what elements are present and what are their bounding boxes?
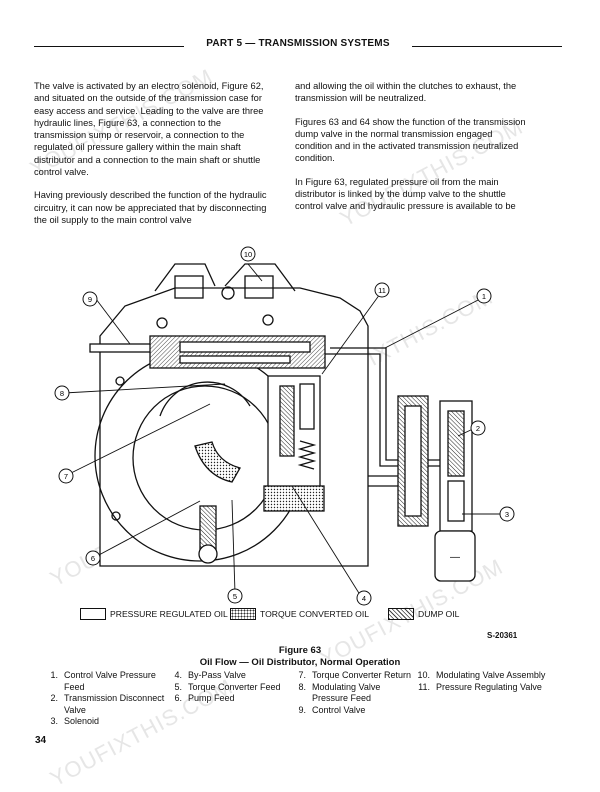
parts-column: 10.Modulating Valve Assembly 11.Pressure… bbox=[412, 670, 560, 693]
leader-line bbox=[63, 383, 226, 394]
svg-text:2: 2 bbox=[476, 424, 480, 433]
list-item: 10.Modulating Valve Assembly bbox=[417, 670, 546, 680]
svg-text:6: 6 bbox=[91, 554, 95, 563]
list-item: 1.Control Valve Pressure Feed bbox=[50, 670, 156, 692]
legend-torque: TORQUE CONVERTED OIL bbox=[230, 608, 369, 620]
leader-line bbox=[291, 485, 363, 599]
svg-text:3: 3 bbox=[505, 510, 509, 519]
swatch-torque bbox=[230, 608, 256, 620]
valve-spring bbox=[297, 440, 317, 470]
list-item: 6.Pump Feed bbox=[174, 693, 235, 703]
callout-10: 10 bbox=[240, 246, 256, 262]
list-item: 3.Solenoid bbox=[50, 716, 100, 726]
leader-line bbox=[96, 500, 201, 557]
svg-text:11: 11 bbox=[378, 286, 386, 295]
bolt bbox=[115, 376, 125, 386]
valve-spool bbox=[299, 383, 315, 430]
callout-3: 3 bbox=[499, 506, 515, 522]
legend-pressure: PRESSURE REGULATED OIL bbox=[80, 608, 228, 620]
bolt bbox=[262, 314, 274, 326]
paragraph: Having previously described the function… bbox=[34, 190, 267, 225]
figure-number: Figure 63 bbox=[278, 645, 322, 656]
paragraph: The valve is activated by an electro sol… bbox=[34, 81, 264, 178]
oil-flow-diagram: 10 9 11 1 2 3 4 5 6 7 8 — bbox=[54, 246, 515, 606]
leader-line bbox=[95, 298, 131, 345]
torque-oil-gallery bbox=[194, 441, 241, 483]
bolt bbox=[221, 286, 235, 300]
body-column-left: The valve is activated by an electro sol… bbox=[34, 80, 269, 237]
svg-text:1: 1 bbox=[482, 292, 486, 301]
paragraph: and allowing the oil within the clutches… bbox=[295, 81, 517, 104]
leader-line bbox=[321, 293, 381, 375]
leader-line bbox=[68, 403, 211, 475]
paragraph: Figures 63 and 64 show the function of t… bbox=[295, 116, 526, 164]
list-item: 11.Pressure Regulating Valve bbox=[418, 681, 542, 692]
callout-2: 2 bbox=[470, 420, 486, 436]
bolt bbox=[111, 511, 121, 521]
cap-block bbox=[174, 275, 204, 299]
disconnect-valve-spool bbox=[447, 410, 465, 477]
callout-4: 4 bbox=[356, 590, 372, 606]
parts-column: 4.By-Pass Valve 5.Torque Converter Feed … bbox=[164, 670, 289, 705]
cap-block bbox=[244, 275, 274, 299]
callout-8: 8 bbox=[54, 385, 70, 401]
svg-text:9: 9 bbox=[88, 295, 92, 304]
list-item: 7.Torque Converter Return bbox=[298, 670, 412, 680]
parts-column: 1.Control Valve Pressure Feed 2.Transmis… bbox=[40, 670, 165, 728]
leader-line bbox=[384, 297, 483, 349]
callout-7: 7 bbox=[58, 468, 74, 484]
figure-title: Oil Flow — Oil Distributor, Normal Opera… bbox=[199, 657, 401, 668]
list-item: 4.By-Pass Valve bbox=[174, 670, 246, 680]
torque-converter-feed bbox=[263, 485, 325, 512]
list-item: 2.Transmission Disconnect Valve bbox=[50, 693, 165, 715]
dump-oil-passage bbox=[279, 385, 295, 457]
leader-line bbox=[247, 263, 263, 282]
swatch-dump bbox=[388, 608, 414, 620]
svg-text:10: 10 bbox=[244, 250, 252, 259]
callout-1: 1 bbox=[476, 288, 492, 304]
section-title: PART 5 — TRANSMISSION SYSTEMS bbox=[206, 38, 390, 49]
list-item: 5.Torque Converter Feed bbox=[174, 681, 281, 692]
header-rule-right bbox=[412, 46, 562, 47]
svg-text:8: 8 bbox=[60, 389, 64, 398]
header-rule-left bbox=[34, 46, 184, 47]
pump-feed-plug bbox=[198, 544, 218, 564]
swatch-pressure bbox=[80, 608, 106, 620]
sump-line bbox=[368, 475, 398, 487]
top-cap bbox=[154, 263, 296, 292]
svg-text:7: 7 bbox=[64, 472, 68, 481]
callout-5: 5 bbox=[227, 588, 243, 604]
callout-9: 9 bbox=[82, 291, 98, 307]
list-item: 9.Control Valve bbox=[298, 704, 366, 715]
svg-text:4: 4 bbox=[362, 594, 366, 603]
parts-column: 7.Torque Converter Return 8.Modulating V… bbox=[288, 670, 418, 716]
page-header: PART 5 — TRANSMISSION SYSTEMS bbox=[34, 38, 562, 56]
svg-text:5: 5 bbox=[233, 592, 237, 601]
callout-11: 11 bbox=[374, 282, 390, 298]
leader-line bbox=[231, 499, 236, 594]
paragraph: In Figure 63, regulated pressure oil fro… bbox=[295, 176, 516, 212]
list-item: 8.Modulating Valve Pressure Feed bbox=[298, 681, 381, 704]
legend-dump: DUMP OIL bbox=[388, 608, 459, 620]
pump-crescent bbox=[159, 381, 251, 417]
solenoid-body bbox=[434, 530, 476, 582]
callout-6: 6 bbox=[85, 550, 101, 566]
figure-legend: PRESSURE REGULATED OIL TORQUE CONVERTED … bbox=[80, 608, 560, 624]
figure-code: S-20361 bbox=[487, 631, 518, 640]
bolt bbox=[156, 317, 168, 329]
page-number: 34 bbox=[35, 735, 47, 746]
body-column-right: and allowing the oil within the clutches… bbox=[295, 80, 530, 224]
solenoid-mark: — bbox=[450, 552, 460, 563]
